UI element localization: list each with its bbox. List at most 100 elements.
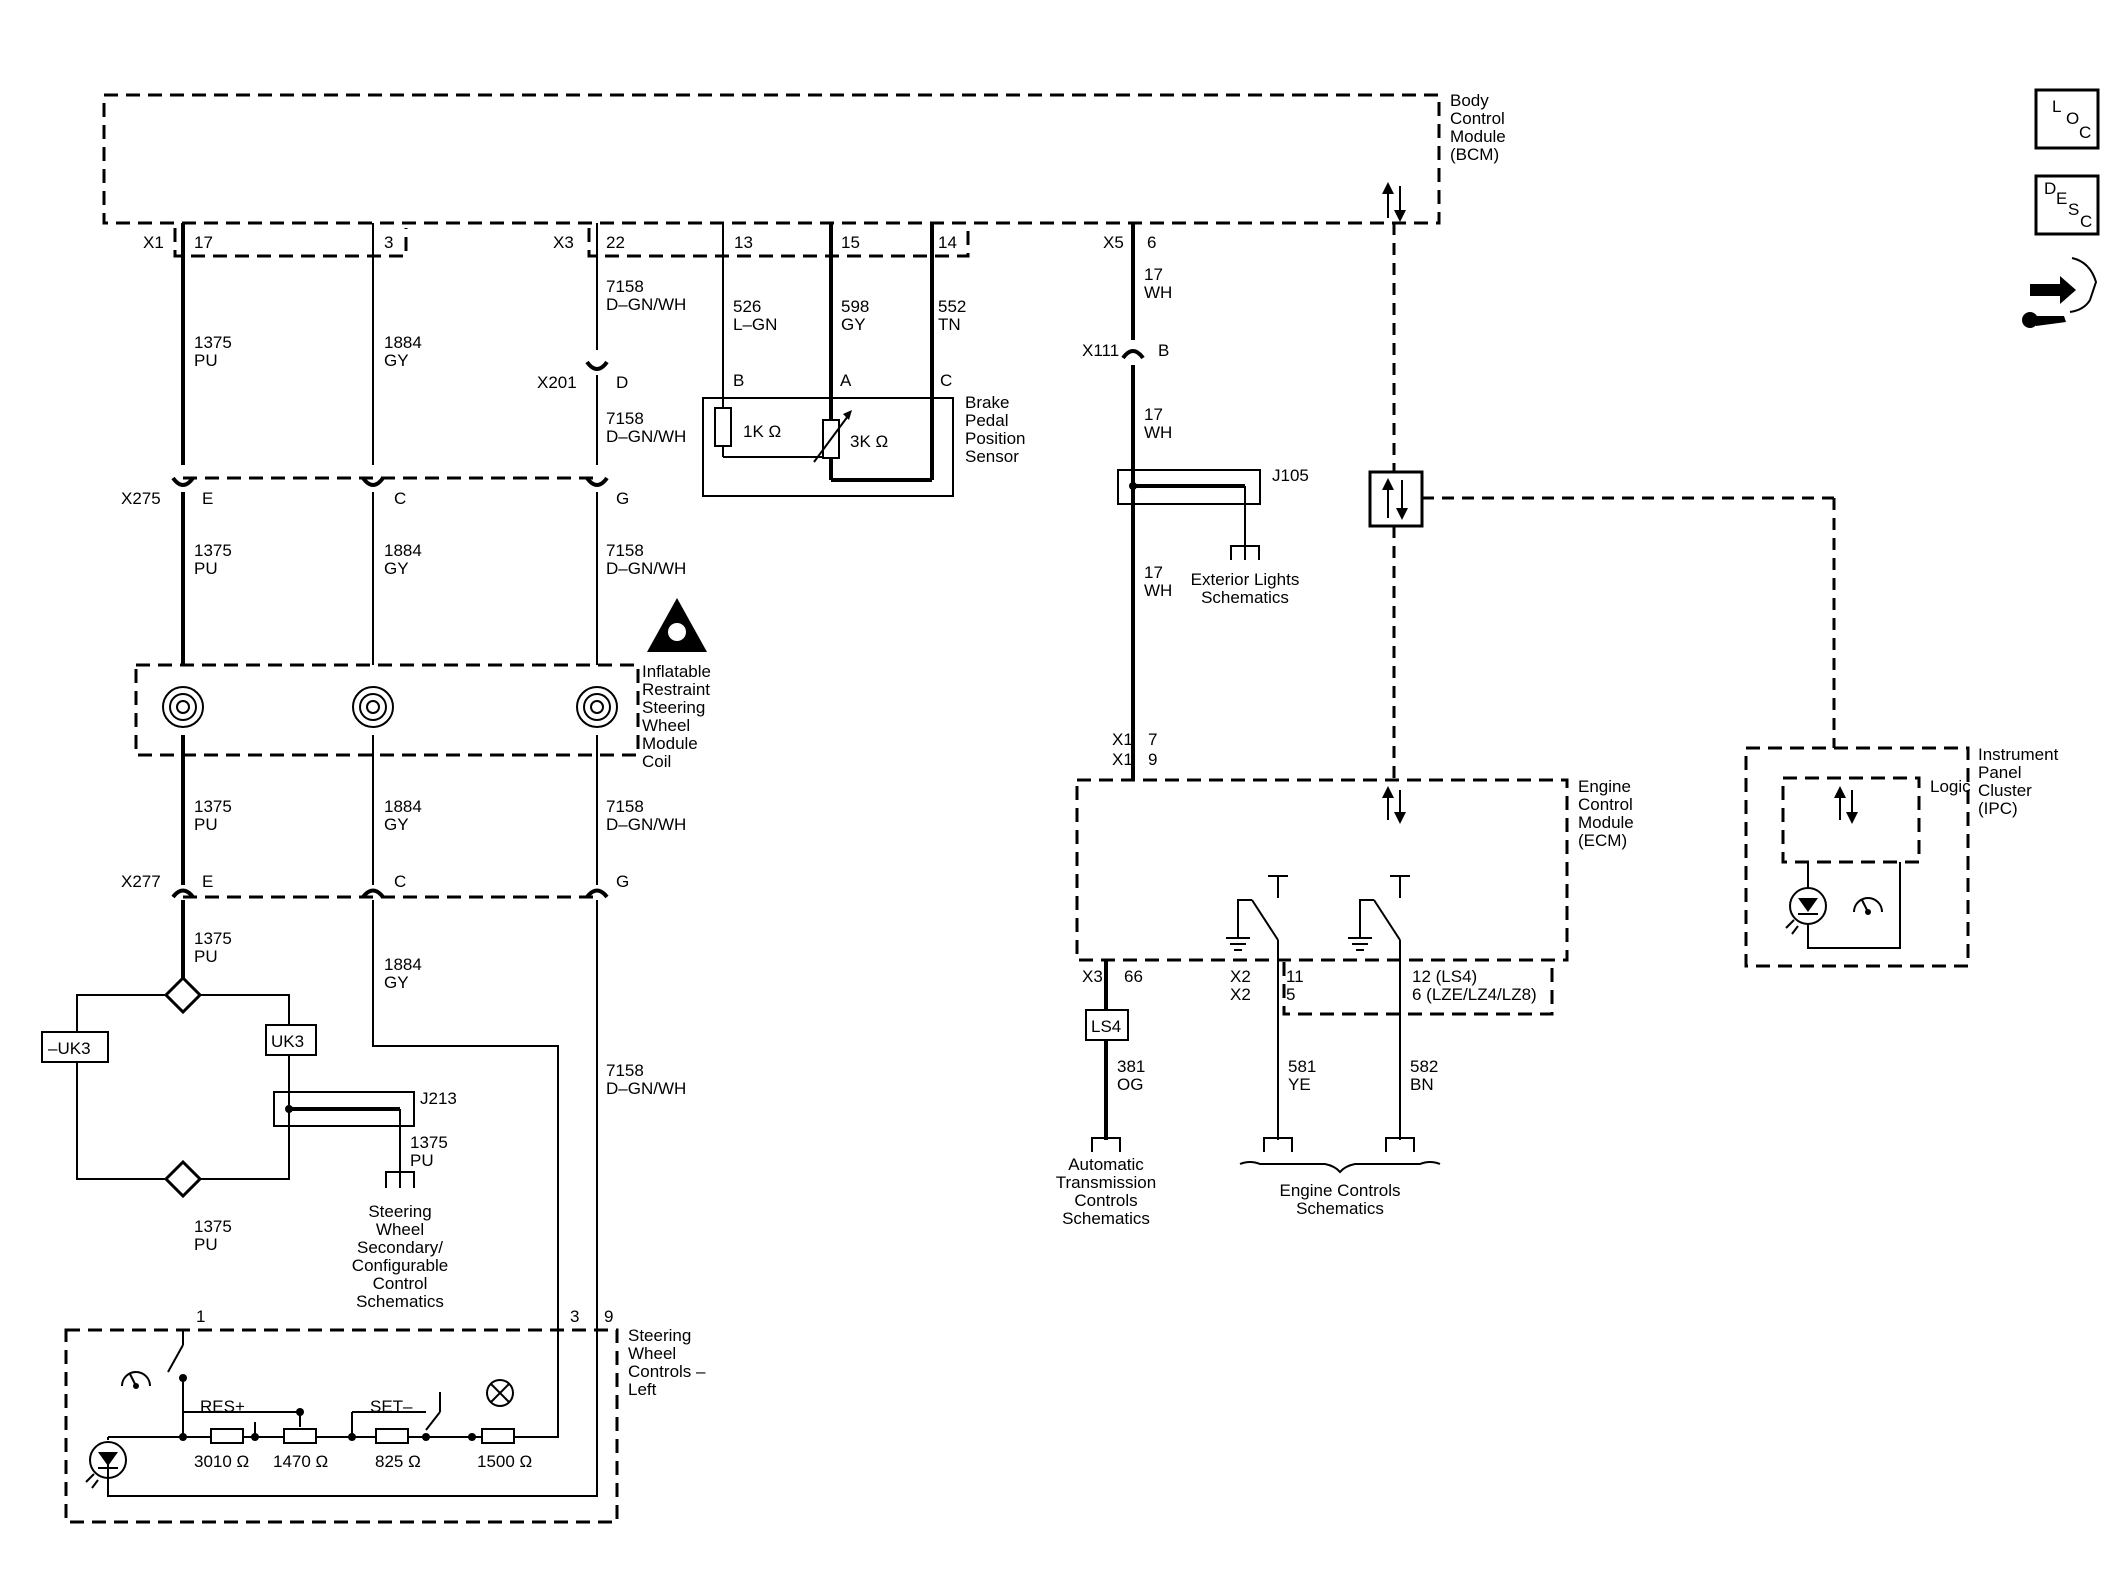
svg-text:1884: 1884 [384, 541, 422, 560]
ref-automatic-transmission-controls: Automatic Transmission Controls Schemati… [1056, 1155, 1156, 1228]
svg-text:7158: 7158 [606, 797, 644, 816]
ecm-low-side-driver-2 [1348, 875, 1410, 960]
svg-text:Left: Left [628, 1380, 657, 1399]
svg-text:C: C [2080, 212, 2092, 231]
svg-text:552: 552 [938, 297, 966, 316]
set-minus-label: SET– [370, 1397, 413, 1416]
svg-text:Sensor: Sensor [965, 447, 1019, 466]
svg-text:9: 9 [1148, 750, 1157, 769]
wire-label-1884: 1884 GY 1884 GY 1884 GY 1884 GY [384, 333, 422, 992]
pin-label: B [1158, 341, 1169, 360]
svg-text:A: A [840, 371, 852, 390]
svg-text:B: B [733, 371, 744, 390]
svg-text:PU: PU [194, 351, 218, 370]
svg-text:Secondary/: Secondary/ [357, 1238, 443, 1257]
uk3-option-split: –UK3 UK3 [41, 975, 317, 1199]
cruise-control-icon [121, 1371, 151, 1389]
ipc-serial-data-arrows [1834, 786, 1858, 824]
pin-label: D [616, 373, 628, 392]
svg-text:L–GN: L–GN [733, 315, 777, 334]
svg-text:Module: Module [1578, 813, 1634, 832]
svg-text:D–GN/WH: D–GN/WH [606, 815, 686, 834]
svg-text:D–GN/WH: D–GN/WH [606, 295, 686, 314]
diagnostics-tool-icon[interactable] [2022, 257, 2098, 328]
svg-text:1375: 1375 [194, 797, 232, 816]
svg-text:WH: WH [1144, 283, 1172, 302]
pin-label: 15 [841, 233, 860, 252]
svg-text:1470 Ω: 1470 Ω [273, 1452, 328, 1471]
instrument-panel-cluster: Instrument Panel Cluster (IPC) Logic [1744, 745, 2059, 968]
serial-data-bus [1368, 223, 1836, 780]
circuit-381: LS4 381 OG Automatic Transmission Contro… [1056, 960, 1156, 1228]
pin-label: 13 [734, 233, 753, 252]
pin-label: 22 [606, 233, 625, 252]
svg-text:1884: 1884 [384, 955, 422, 974]
pin-label: 12 (LS4) [1412, 967, 1477, 986]
svg-text:1375: 1375 [194, 541, 232, 560]
svg-text:X2: X2 [1230, 967, 1251, 986]
circuit-1884 [361, 223, 559, 1340]
steering-wheel-controls-left: Steering Wheel Controls – Left 1 3 9 [64, 1307, 706, 1524]
circuit-581: 581 YE [1263, 960, 1316, 1152]
svg-text:BN: BN [1410, 1075, 1434, 1094]
pin-label: 14 [938, 233, 957, 252]
ref-engine-controls: Engine Controls Schematics [1239, 1161, 1441, 1218]
coil-spiral-icon [162, 686, 618, 728]
splice-j213: J213 1375 PU Steering Wheel Secondary/ C… [273, 1089, 457, 1311]
svg-text:GY: GY [384, 815, 409, 834]
svg-text:Wheel: Wheel [376, 1220, 424, 1239]
svg-text:PU: PU [194, 947, 218, 966]
wire-label-1375: 1375 PU 1375 PU 1375 PU 1375 PU 1375 PU [194, 333, 232, 1254]
svg-text:Logic: Logic [1930, 777, 1971, 796]
svg-text:1884: 1884 [384, 333, 422, 352]
svg-text:Instrument: Instrument [1978, 745, 2059, 764]
svg-text:X275: X275 [121, 489, 161, 508]
svg-text:E: E [202, 872, 213, 891]
svg-text:7158: 7158 [606, 277, 644, 296]
svg-text:YE: YE [1288, 1075, 1311, 1094]
svg-text:WH: WH [1144, 581, 1172, 600]
svg-text:D–GN/WH: D–GN/WH [606, 559, 686, 578]
description-view-button[interactable]: D E S C [2034, 174, 2100, 236]
svg-text:GY: GY [384, 351, 409, 370]
svg-text:E: E [2056, 189, 2067, 208]
option-neg-uk3: –UK3 [48, 1039, 91, 1058]
svg-text:C: C [394, 489, 406, 508]
svg-text:X1: X1 [143, 233, 164, 252]
pin-label: 5 [1286, 985, 1295, 1004]
svg-text:Pedal: Pedal [965, 411, 1008, 430]
svg-text:O: O [2066, 109, 2079, 128]
svg-text:Module: Module [642, 734, 698, 753]
svg-text:X1: X1 [1112, 730, 1133, 749]
option-ls4: LS4 [1091, 1017, 1121, 1036]
svg-text:526: 526 [733, 297, 761, 316]
ecm-low-side-driver-1 [1226, 875, 1288, 960]
svg-text:7158: 7158 [606, 1061, 644, 1080]
connector-x275: X275 E C G [121, 476, 629, 508]
svg-text:1375: 1375 [194, 333, 232, 352]
svg-text:598: 598 [841, 297, 869, 316]
svg-text:Configurable: Configurable [352, 1256, 448, 1275]
svg-text:WH: WH [1144, 423, 1172, 442]
svg-text:Schematics: Schematics [1062, 1209, 1150, 1228]
svg-text:D: D [2044, 179, 2056, 198]
svg-text:3K Ω: 3K Ω [850, 432, 888, 451]
svg-text:PU: PU [194, 1235, 218, 1254]
svg-text:825 Ω: 825 Ω [375, 1452, 421, 1471]
svg-text:S: S [2068, 200, 2079, 219]
svg-text:J105: J105 [1272, 466, 1309, 485]
svg-text:Coil: Coil [642, 752, 671, 771]
svg-text:Schematics: Schematics [356, 1292, 444, 1311]
svg-text:C: C [2079, 123, 2091, 142]
pin-label: 66 [1124, 967, 1143, 986]
svg-text:1K Ω: 1K Ω [743, 422, 781, 441]
location-view-button[interactable]: L O C [2034, 88, 2100, 150]
ref-exterior-lights: Exterior Lights [1191, 570, 1300, 589]
svg-text:3: 3 [570, 1307, 579, 1326]
svg-text:Steering: Steering [368, 1202, 431, 1221]
svg-text:D–GN/WH: D–GN/WH [606, 1079, 686, 1098]
svg-text:GY: GY [384, 973, 409, 992]
svg-text:Cluster: Cluster [1978, 781, 2032, 800]
svg-text:E: E [202, 489, 213, 508]
svg-text:OG: OG [1117, 1075, 1143, 1094]
